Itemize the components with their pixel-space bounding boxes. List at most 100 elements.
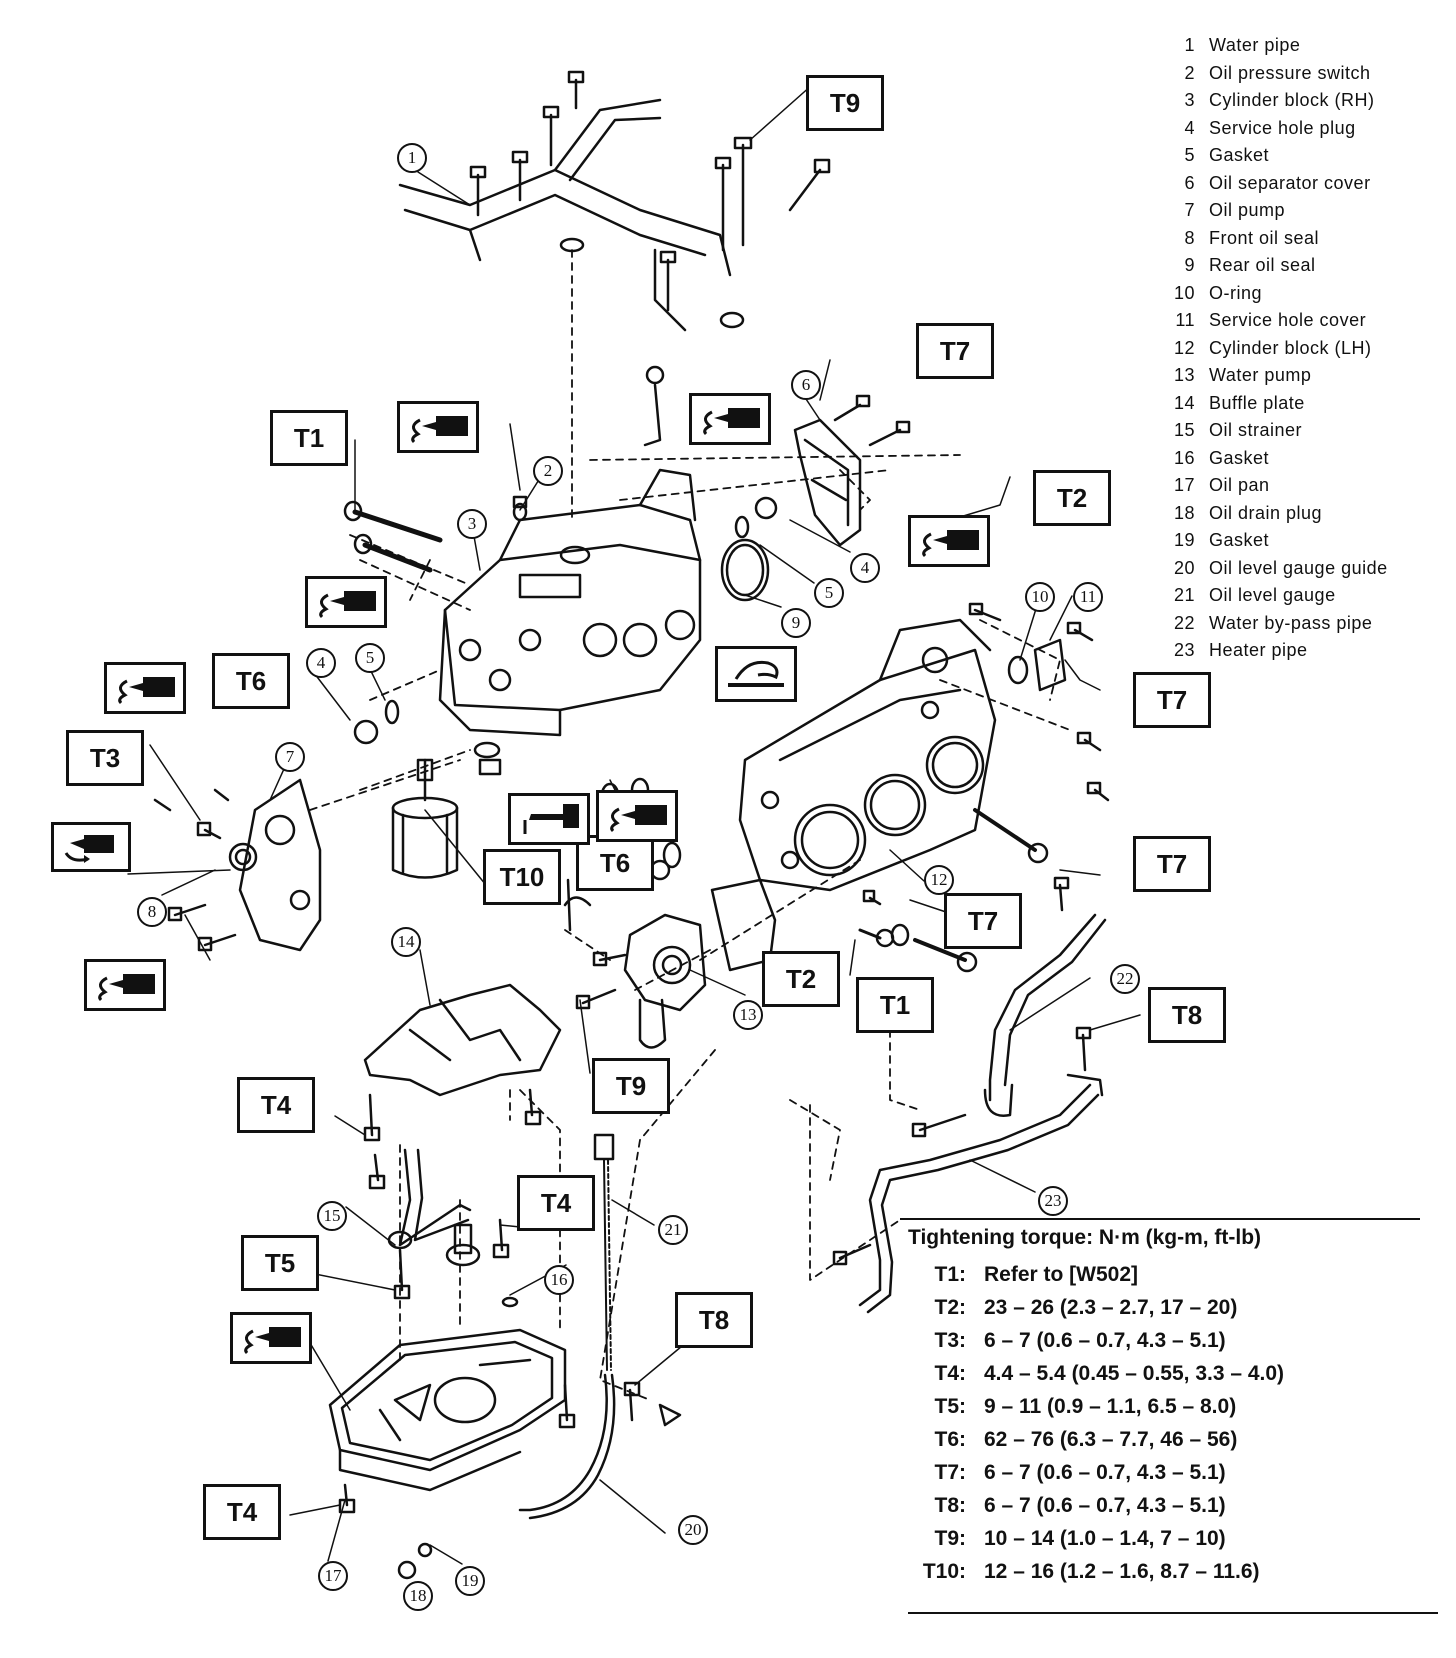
legend-number: 19 [1173,530,1195,551]
sealant-tube-icon [84,959,166,1011]
sealant-tube-icon [596,790,678,842]
legend-label: Gasket [1209,530,1270,551]
oil-pump-part [153,778,322,952]
callout-10: 10 [1025,582,1055,612]
sealant-tube-icon [230,1312,312,1364]
callout-22: 22 [1110,964,1140,994]
torque-code: T9: [934,1526,967,1550]
oil-filter-part [391,758,459,879]
legend-label: Heater pipe [1209,640,1308,661]
callout-14: 14 [391,927,421,957]
legend-number: 3 [1184,90,1195,111]
legend-label: Gasket [1209,145,1270,166]
torque-tag-t9: T9 [806,75,884,131]
callout-17: 17 [318,1561,348,1591]
torque-tag-t1: T1 [856,977,934,1033]
torque-code: T6: [934,1427,967,1451]
callout-9: 9 [781,608,811,638]
legend-item: 14 Buffle plate [1163,390,1443,418]
torque-table-bottom-rule [908,1612,1438,1614]
legend-number: 11 [1175,310,1195,331]
callout-19: 19 [455,1566,485,1596]
torque-row: T10:12 – 16 (1.2 – 1.6, 8.7 – 11.6) [900,1555,1440,1588]
torque-tag-t10: T10 [483,849,561,905]
oil-pan-part [328,1328,567,1492]
legend-label: Service hole plug [1209,117,1356,138]
oil-level-gauge-guide-part [518,1373,608,1512]
callout-23: 23 [1038,1186,1068,1216]
legend-label: Cylinder block (RH) [1209,90,1375,111]
torque-tag-t4: T4 [237,1077,315,1133]
torque-value: 9 – 11 (0.9 – 1.1, 6.5 – 8.0) [984,1394,1237,1418]
legend-label: Oil level gauge guide [1209,557,1388,578]
torque-code: T3: [934,1328,967,1352]
legend-number: 14 [1173,392,1195,413]
torque-value: 23 – 26 (2.3 – 2.7, 17 – 20) [984,1295,1238,1319]
legend-label: Oil pan [1209,475,1270,496]
torque-code: T5: [934,1394,967,1418]
water-bypass-pipe-part [988,913,1097,1102]
legend-number: 22 [1173,612,1195,633]
torque-row: T5: 9 – 11 (0.9 – 1.1, 6.5 – 8.0) [900,1390,1440,1423]
sealant-tube-icon [305,576,387,628]
sealant-tube-icon [689,393,771,445]
torque-value: 4.4 – 5.4 (0.45 – 0.55, 3.3 – 4.0) [984,1361,1285,1385]
torque-value: 6 – 7 (0.6 – 0.7, 4.3 – 5.1) [984,1460,1226,1484]
callout-18: 18 [403,1581,433,1611]
grease-application-icon [51,822,131,872]
legend-item: 22 Water by-pass pipe [1163,610,1443,638]
torque-row: T1:Refer to [W502] [900,1258,1440,1291]
torque-row: T6:62 – 76 (6.3 – 7.7, 46 – 56) [900,1423,1440,1456]
callout-3: 3 [457,509,487,539]
legend-number: 15 [1173,420,1195,441]
callout-13: 13 [733,1000,763,1030]
cylinder-block-rh-part [438,468,702,737]
torque-code: T1: [934,1262,967,1286]
legend-number: 8 [1184,227,1195,248]
legend-label: Front oil seal [1209,227,1320,248]
sealant-tube-icon [908,515,990,567]
legend-item: 8 Front oil seal [1163,225,1443,253]
baffle-plate-part [363,983,562,1097]
legend-label: Water pump [1209,365,1312,386]
callout-16: 16 [544,1265,574,1295]
callout-2: 2 [533,456,563,486]
legend-number: 16 [1173,447,1195,468]
legend-label: Rear oil seal [1209,255,1316,276]
callout-15: 15 [317,1201,347,1231]
legend-label: Buffle plate [1209,392,1305,413]
torque-row: T9:10 – 14 (1.0 – 1.4, 7 – 10) [900,1522,1440,1555]
oil-strainer-part [387,1148,481,1267]
torque-row: T7: 6 – 7 (0.6 – 0.7, 4.3 – 5.1) [900,1456,1440,1489]
cylinder-block-lh-part [738,618,997,892]
torque-row: T4: 4.4 – 5.4 (0.45 – 0.55, 3.3 – 4.0) [900,1357,1440,1390]
water-pipe-part [398,70,831,332]
oil-application-icon [508,793,590,845]
legend-item: 19 Gasket [1163,527,1443,555]
torque-tag-t7: T7 [1133,836,1211,892]
callout-8: 8 [137,897,167,927]
torque-code: T2: [934,1295,967,1319]
legend-number: 21 [1173,585,1195,606]
tightening-torque-table: Tightening torque: N·m (kg-m, ft-lb) T1:… [900,1226,1440,1588]
torque-code: T7: [934,1460,967,1484]
legend-label: Water by-pass pipe [1209,612,1373,633]
callout-12: 12 [924,865,954,895]
torque-code: T8: [934,1493,967,1517]
torque-code: T4: [934,1361,967,1385]
torque-tag-t4: T4 [203,1484,281,1540]
legend-number: 13 [1173,365,1195,386]
torque-tag-t6: T6 [212,653,290,709]
callout-5: 5 [355,643,385,673]
torque-tag-t1: T1 [270,410,348,466]
